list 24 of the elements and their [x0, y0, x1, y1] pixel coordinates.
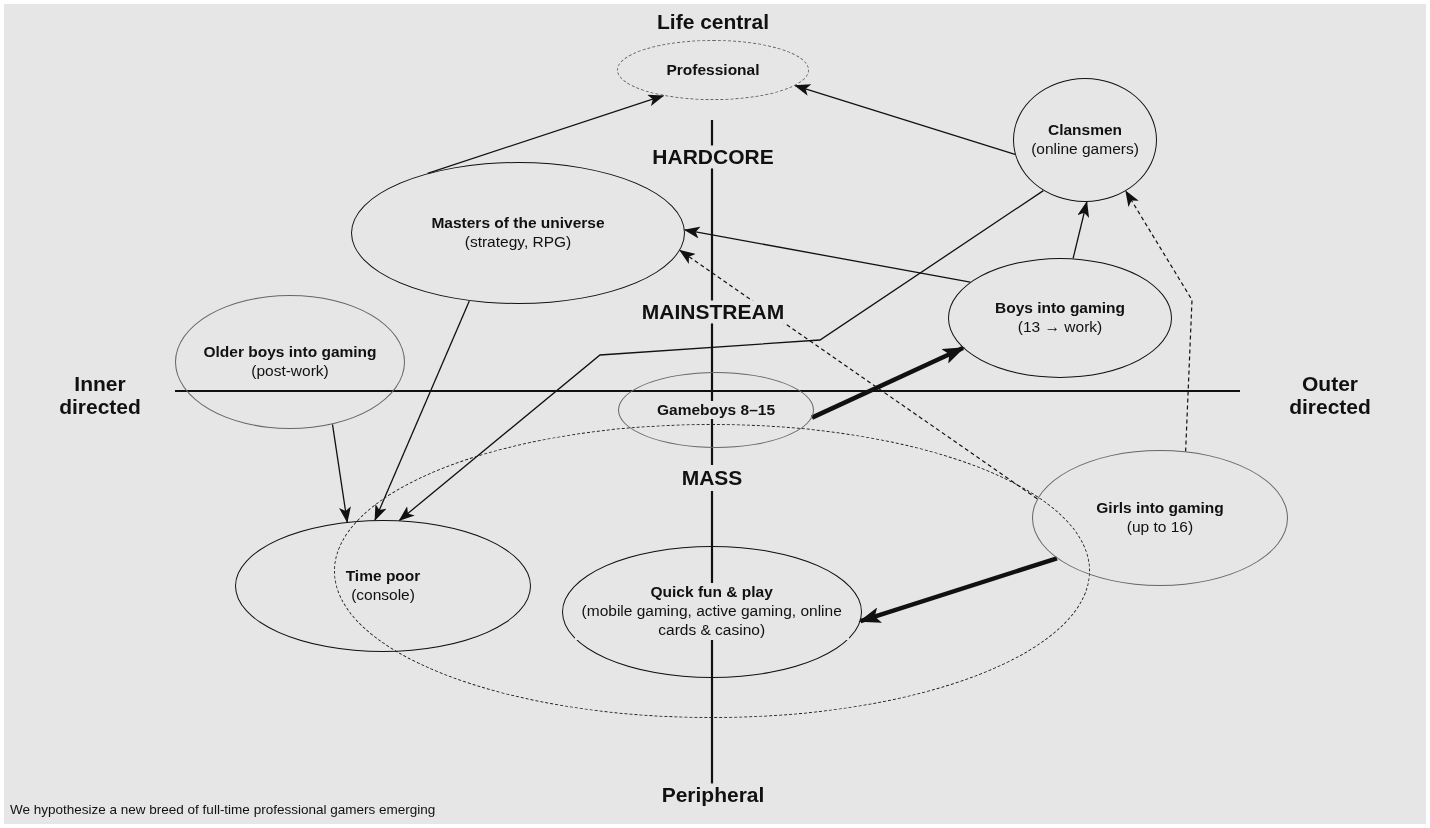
- segment-description: (online gamers): [1029, 140, 1141, 159]
- segment-title: Time poor: [343, 567, 423, 586]
- arrow: [1072, 201, 1090, 260]
- segment-description: (up to 16): [1124, 518, 1196, 537]
- caption: We hypothesize a new breed of full-time professional gamers emerging: [10, 802, 436, 817]
- segment-title: Quick fun & play: [648, 583, 775, 603]
- tier-label: HARDCORE: [650, 145, 776, 169]
- arrow: [683, 226, 971, 283]
- segment-description: (mobile gaming, active gaming, online cards & casino): [574, 602, 849, 641]
- segment-description: (console): [349, 586, 417, 605]
- arrow: [398, 189, 1045, 522]
- arrow: [426, 94, 665, 174]
- segment-description: (strategy, RPG): [462, 233, 574, 252]
- segment-title: Older boys into gaming: [201, 343, 379, 362]
- arrow: [794, 84, 1016, 156]
- arrow: [331, 423, 351, 523]
- arrow: [811, 345, 965, 420]
- arrow: [858, 556, 1058, 624]
- segment-title: Girls into gaming: [1094, 499, 1226, 518]
- arrow: [679, 249, 1038, 500]
- arrow: [1125, 190, 1193, 452]
- segment-description: (post-work): [249, 362, 331, 381]
- arrow: [374, 300, 470, 521]
- segment-description: (13 → work): [1015, 318, 1105, 337]
